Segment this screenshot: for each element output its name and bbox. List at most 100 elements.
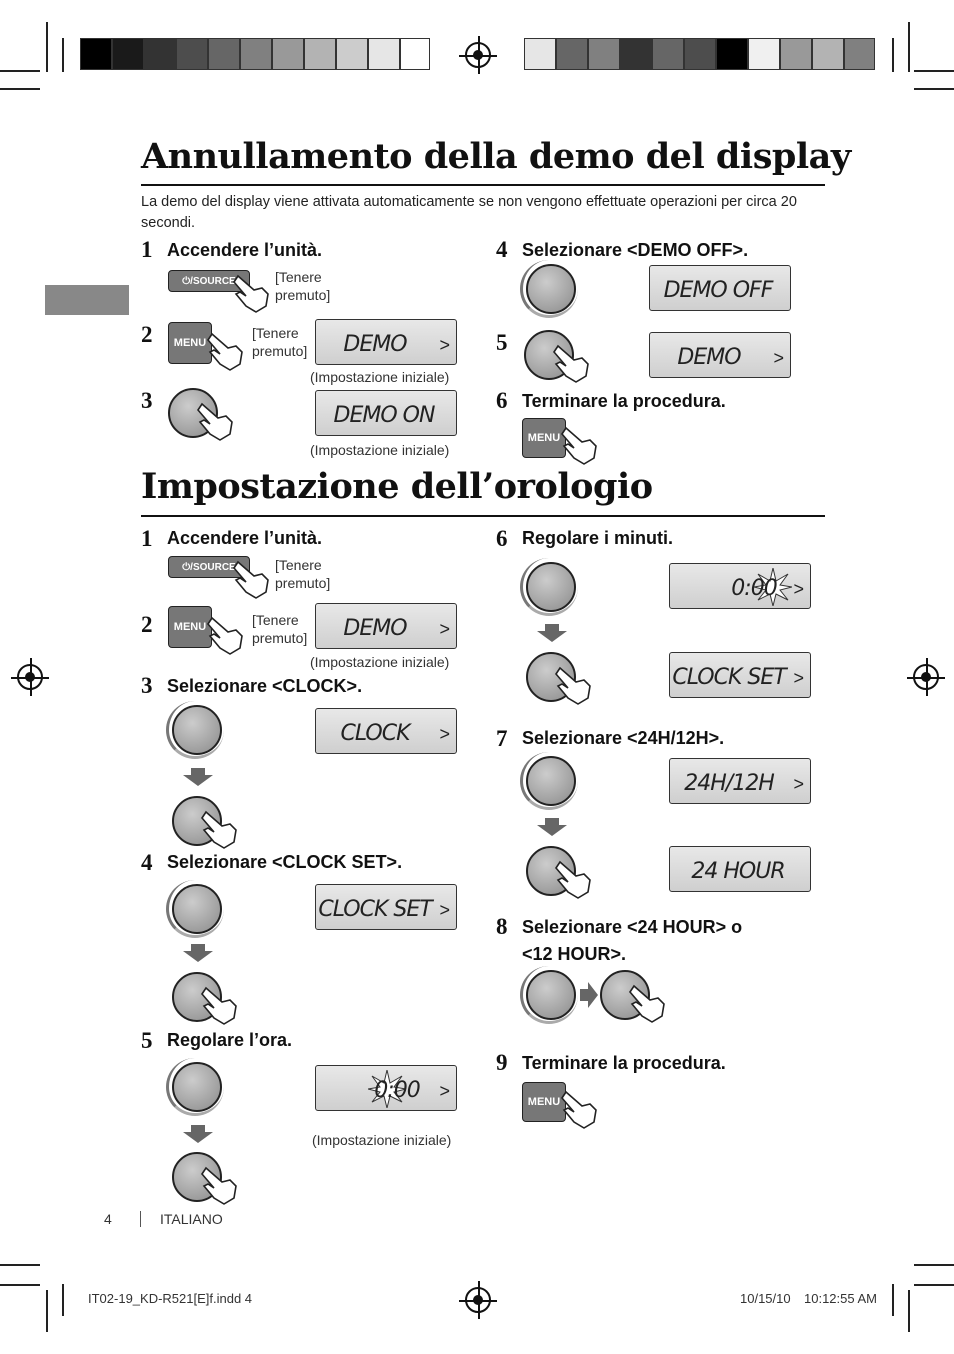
rotate-arrow-icon <box>166 1058 224 1116</box>
title-rule <box>141 184 825 186</box>
step-label: Selezionare <CLOCK SET>. <box>167 852 403 872</box>
step-label: Regolare i minuti. <box>522 528 674 548</box>
step-label: Selezionare <24H/12H>. <box>522 728 725 748</box>
step-number: 6 <box>496 526 508 551</box>
step-number: 5 <box>141 1028 153 1053</box>
crop-mark <box>62 38 64 72</box>
control-knob[interactable] <box>172 705 222 755</box>
arrow-down-icon <box>183 944 213 962</box>
menu-button[interactable]: MENU <box>168 606 212 648</box>
hand-icon <box>552 344 589 383</box>
lcd-display: 0:00> <box>315 1065 457 1111</box>
rotate-arrow-icon <box>166 701 224 759</box>
footer-language: ITALIANO <box>160 1211 223 1227</box>
step-number: 4 <box>496 237 508 262</box>
crop-mark <box>892 1284 894 1316</box>
hand-icon <box>206 616 243 655</box>
hand-icon <box>200 986 237 1025</box>
color-swatch <box>556 38 588 70</box>
lcd-display: DEMO> <box>315 603 457 649</box>
color-swatch <box>780 38 812 70</box>
source-button[interactable]: ⏻/SOURCE <box>168 556 250 578</box>
source-button[interactable]: ⏻/SOURCE <box>168 270 250 292</box>
lcd-display: CLOCK> <box>315 708 457 754</box>
control-knob[interactable] <box>172 884 222 934</box>
step-number: 5 <box>496 330 508 355</box>
step-number: 6 <box>496 388 508 413</box>
step-label: Selezionare <DEMO OFF>. <box>522 240 749 260</box>
footer-time: 10:12:55 AM <box>804 1291 877 1306</box>
lcd-display: 24H/12H> <box>669 758 811 804</box>
hand-icon <box>206 332 243 371</box>
language-tab <box>45 285 129 315</box>
color-swatch <box>176 38 208 70</box>
crop-mark <box>0 70 40 72</box>
control-knob[interactable] <box>526 970 576 1020</box>
color-swatch <box>588 38 620 70</box>
crop-mark <box>0 1264 40 1266</box>
step-number: 3 <box>141 388 153 413</box>
lcd-display: DEMO ON <box>315 390 457 436</box>
color-swatch <box>304 38 336 70</box>
crop-mark <box>46 1290 48 1332</box>
step-number: 1 <box>141 526 153 551</box>
crop-mark <box>908 1290 910 1332</box>
color-swatch <box>524 38 556 70</box>
step-label: Terminare la procedura. <box>522 391 726 411</box>
control-knob[interactable] <box>526 562 576 612</box>
color-swatch <box>716 38 748 70</box>
color-swatch <box>368 38 400 70</box>
rotate-arrow-icon <box>520 260 578 318</box>
lcd-display: 0:00> <box>669 563 811 609</box>
crop-mark <box>0 1284 40 1286</box>
menu-button[interactable]: MENU <box>522 418 566 458</box>
blink-icon <box>368 1070 406 1108</box>
section-title: Impostazione dell’orologio <box>141 466 653 507</box>
control-knob[interactable] <box>526 756 576 806</box>
initial-setting-note: (Impostazione iniziale) <box>310 654 450 670</box>
hand-icon <box>554 860 591 899</box>
menu-button[interactable]: MENU <box>168 322 212 364</box>
lcd-display: DEMO> <box>649 332 791 378</box>
crop-mark <box>914 1284 954 1286</box>
lcd-display: DEMO OFF <box>649 265 791 311</box>
step-label: Accendere l’unità. <box>167 528 323 548</box>
hand-icon <box>232 560 269 599</box>
registration-mark-icon <box>11 658 49 696</box>
arrow-down-icon <box>537 624 567 642</box>
rotate-arrow-icon <box>520 752 578 810</box>
step-number: 2 <box>141 322 153 347</box>
crop-mark <box>892 38 894 72</box>
step-number: 1 <box>141 237 153 262</box>
hand-icon <box>232 274 269 313</box>
page-number: 4 <box>104 1211 112 1227</box>
color-swatch <box>684 38 716 70</box>
arrow-down-icon <box>183 1125 213 1143</box>
intro-text: La demo del display viene attivata autom… <box>141 194 797 231</box>
arrow-down-icon <box>537 818 567 836</box>
color-swatch <box>844 38 875 70</box>
initial-setting-note: (Impostazione iniziale) <box>310 442 450 458</box>
title-rule <box>141 515 825 517</box>
color-swatch <box>80 38 112 70</box>
hand-icon <box>554 666 591 705</box>
hand-icon <box>560 426 597 465</box>
color-swatch <box>620 38 652 70</box>
hand-icon <box>628 984 665 1023</box>
lcd-display: CLOCK SET> <box>315 884 457 930</box>
hand-icon <box>196 402 233 441</box>
control-knob[interactable] <box>526 264 576 314</box>
control-knob[interactable] <box>172 1062 222 1112</box>
arrow-right-icon <box>580 982 598 1008</box>
step-number: 2 <box>141 612 153 637</box>
menu-button[interactable]: MENU <box>522 1082 566 1122</box>
footer-filename: IT02-19_KD-R521[E]f.indd 4 <box>88 1291 253 1306</box>
initial-setting-note: (Impostazione iniziale) <box>310 369 450 385</box>
color-swatch <box>144 38 176 70</box>
color-swatch <box>272 38 304 70</box>
registration-mark-icon <box>459 1281 497 1319</box>
step-label: Regolare l’ora. <box>167 1030 293 1050</box>
